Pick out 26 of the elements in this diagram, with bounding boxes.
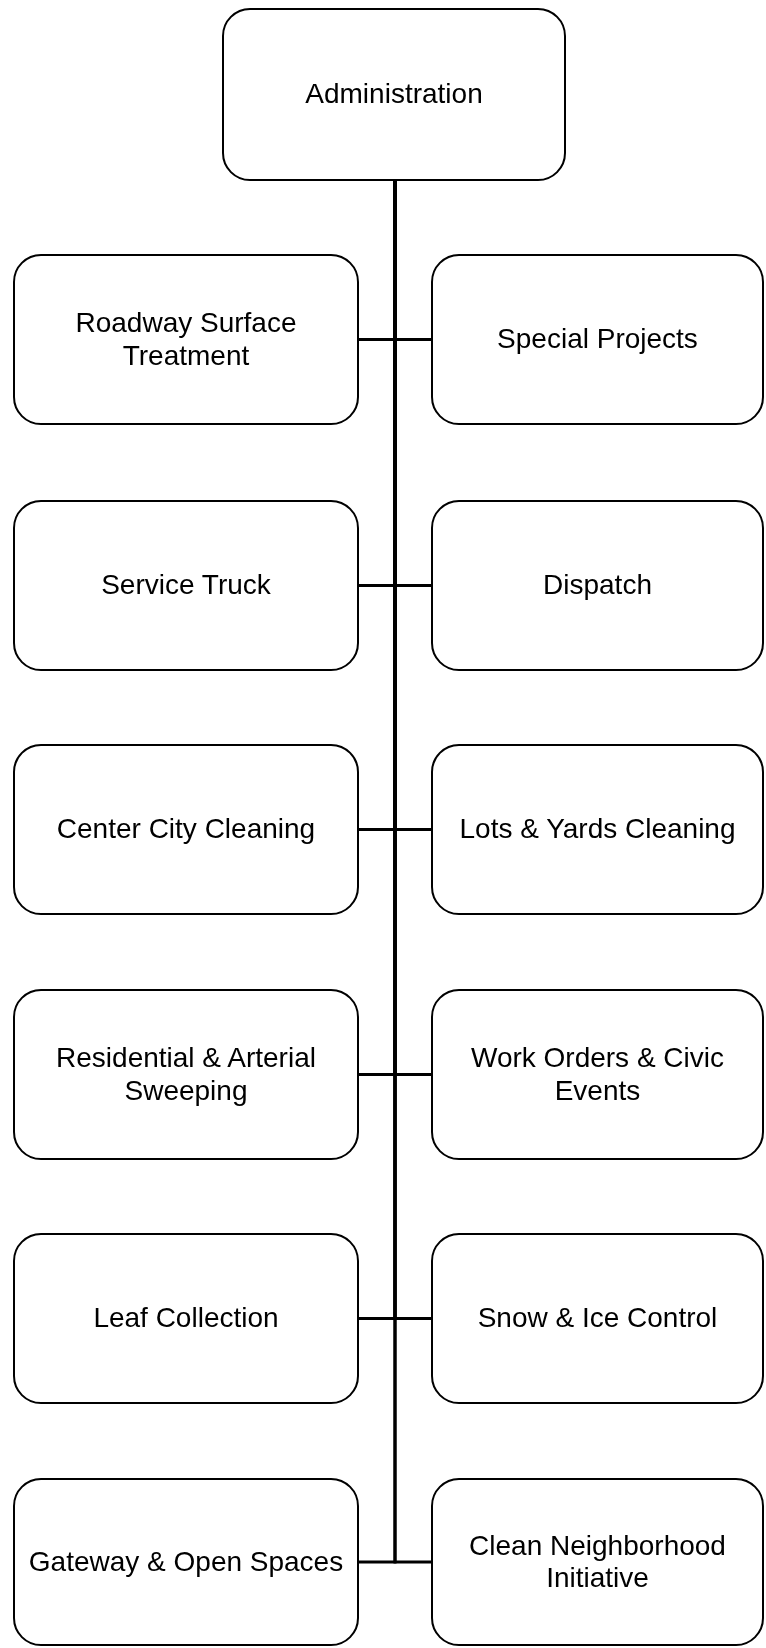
unit-label: Dispatch bbox=[543, 569, 652, 602]
unit-label: Clean Neighborhood Initiative bbox=[468, 1529, 727, 1595]
org-unit-box bbox=[13, 254, 359, 425]
org-unit-box bbox=[431, 989, 764, 1160]
unit-label: Center City Cleaning bbox=[56, 813, 316, 846]
org-unit-box bbox=[431, 500, 764, 671]
unit-label: Work Orders & Civic Events bbox=[469, 1042, 726, 1107]
unit-label: Service Truck bbox=[101, 569, 271, 602]
unit-label: Roadway Surface Treatment bbox=[74, 307, 298, 372]
unit-label: Gateway & Open Spaces bbox=[28, 1545, 344, 1579]
unit-label: Leaf Collection bbox=[93, 1302, 279, 1335]
org-unit-box bbox=[13, 744, 359, 915]
unit-label: Lots & Yards Cleaning bbox=[459, 813, 736, 846]
org-unit-box bbox=[13, 989, 359, 1160]
org-unit-box bbox=[13, 500, 359, 671]
unit-label: Special Projects bbox=[497, 323, 698, 356]
org-unit-box bbox=[431, 1233, 764, 1404]
org-unit-box bbox=[222, 8, 566, 181]
org-unit-box bbox=[13, 1478, 359, 1646]
org-unit-box bbox=[431, 1478, 764, 1646]
unit-label: Residential & Arterial Sweeping bbox=[55, 1042, 317, 1107]
org-unit-box bbox=[13, 1233, 359, 1404]
unit-label: Snow & Ice Control bbox=[477, 1302, 718, 1335]
org-unit-box bbox=[431, 254, 764, 425]
org-unit-box bbox=[431, 744, 764, 915]
unit-label: Administration bbox=[305, 78, 483, 111]
